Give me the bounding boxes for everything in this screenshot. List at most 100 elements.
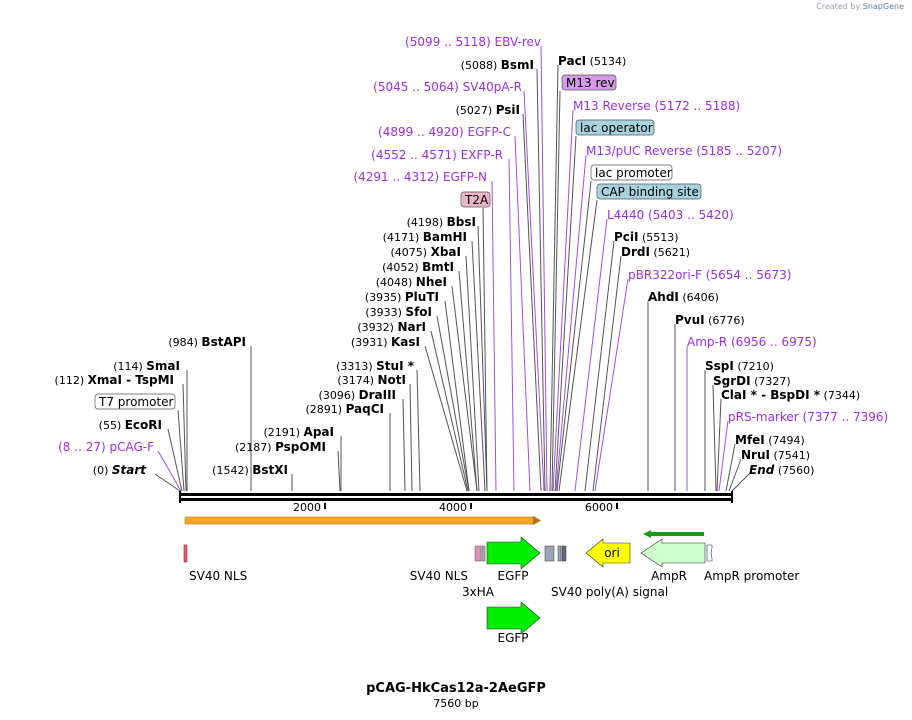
- label-text-apai: (2191) ApaI: [263, 425, 334, 439]
- label-text-m13-rev: M13 rev: [566, 76, 615, 90]
- label-stui: (3313) StuI *: [336, 359, 415, 373]
- leader-bbsi: [477, 225, 488, 492]
- ampr-orf-arrowhead: [643, 530, 651, 538]
- label-text-paqci: (2891) PaqCI: [305, 402, 384, 416]
- leader-drdi: [592, 255, 622, 492]
- label-text-bstxi: (1542) BstXI: [212, 463, 288, 477]
- label-pvui: PvuI (6776): [675, 313, 745, 327]
- label-text-pvui: PvuI (6776): [675, 313, 745, 327]
- label-text-8-27-pcag-f: (8 .. 27) pCAG-F: [58, 440, 154, 454]
- leader-xbai: [465, 255, 480, 492]
- label-psii: (5027) PsiI: [456, 103, 520, 117]
- label-ahdi: AhdI (6406): [648, 290, 719, 304]
- sv40-nls-1-block: [183, 544, 188, 563]
- label-clai-bspdi: ClaI * - BspDI * (7344): [721, 388, 860, 402]
- site-labels: (5099 .. 5118) EBV-rev (5088) BsmI PacI (5…: [55, 35, 889, 477]
- label-cap-binding-site: CAP binding site: [596, 183, 702, 200]
- label-text-bamhi: (4171) BamHI: [383, 230, 467, 244]
- label-text-pspomi: (2187) PspOMI: [235, 440, 326, 454]
- hax3-block: [481, 545, 486, 562]
- label-nari: (3932) NarI: [357, 320, 426, 334]
- label-text-draiii: (3096) DraIII: [319, 388, 396, 402]
- ruler-label-2000: 2000: [293, 501, 321, 514]
- label-text-m13-puc-reverse-5185-5207: M13/pUC Reverse (5185 .. 5207): [586, 144, 782, 158]
- leader-nari: [430, 330, 469, 492]
- orf-arrowhead: [533, 516, 541, 525]
- label-text-t2a: T2A: [464, 193, 489, 207]
- label-text-l4440-5403-5420: L4440 (5403 .. 5420): [607, 208, 734, 222]
- leader-5099-5118-ebv-rev: [540, 45, 548, 492]
- label-text-xbai: (4075) XbaI: [391, 245, 461, 259]
- label-5045-5064-sv40pa-r: (5045 .. 5064) SV40pA-R: [373, 80, 522, 94]
- orf-arrow: [184, 516, 541, 525]
- ori-arrow: [585, 538, 631, 568]
- ruler: 2000 4000 6000: [293, 501, 618, 514]
- leader-nrui: [728, 458, 742, 492]
- label-m13-rev: M13 rev: [561, 74, 617, 91]
- leader-mfei: [725, 443, 736, 492]
- ampr-orf-bar: [651, 532, 704, 536]
- label-box-lac-promoter: [590, 164, 673, 181]
- label-t7-promoter: T7 promoter: [94, 393, 176, 410]
- leader-8-27-pcag-f: [157, 450, 182, 492]
- label-lac-promoter: lac promoter: [590, 164, 673, 181]
- label-apai: (2191) ApaI: [263, 425, 334, 439]
- label-text-drdi: DrdI (5621): [621, 245, 690, 259]
- label-text-bsmi: (5088) BsmI: [461, 58, 534, 72]
- ori-label: ori: [604, 546, 620, 560]
- label-text-bstapi: (984) BstAPI: [168, 335, 246, 349]
- leader-bamhi: [471, 240, 486, 492]
- egfp-2-arrow: [486, 601, 541, 635]
- sv40-nls-2-block: [474, 545, 482, 562]
- label-box-lac-operator: [575, 119, 655, 136]
- label-text-sspi: SspI (7210): [705, 359, 774, 373]
- snapgene-credit: Created by SnapGene: [816, 2, 904, 11]
- label-text-lac-promoter: lac promoter: [595, 166, 672, 180]
- label-sgrdi: SgrDI (7327): [713, 374, 791, 388]
- label-5099-5118-ebv-rev: (5099 .. 5118) EBV-rev: [405, 35, 541, 49]
- label-bsmi: (5088) BsmI: [461, 58, 534, 72]
- label-text-sfoi: (3933) SfoI: [365, 305, 432, 319]
- label-text-ahdi: AhdI (6406): [648, 290, 719, 304]
- leader-start: [154, 473, 181, 492]
- leader-noti: [409, 383, 413, 492]
- label-text-nari: (3932) NarI: [357, 320, 426, 334]
- label-text-pluti: (3935) PluTI: [365, 290, 439, 304]
- sv40-polya-block-2: [557, 545, 562, 562]
- label-4899-4920-egfp-c: (4899 .. 4920) EGFP-C: [378, 125, 511, 139]
- hax3-label: 3xHA: [462, 585, 495, 599]
- sv40-polya-block-1: [544, 545, 555, 562]
- egfp-label: EGFP: [497, 569, 528, 583]
- label-bmti: (4052) BmtI: [382, 260, 454, 274]
- label-amp-r-6956-6975: Amp-R (6956 .. 6975): [687, 335, 817, 349]
- label-text-noti: (3174) NotI: [337, 373, 406, 387]
- label-text-bmti: (4052) BmtI: [382, 260, 454, 274]
- leader-ecori: [167, 428, 183, 492]
- label-4552-4571-exfp-r: (4552 .. 4571) EXFP-R: [371, 148, 503, 162]
- snapgene-logo: SnapGene: [862, 2, 904, 11]
- label-end: End (7560): [749, 463, 814, 477]
- label-pbr322ori-f-5654-5673: pBR322ori-F (5654 .. 5673): [628, 268, 791, 282]
- label-box-m13-rev: [561, 74, 617, 91]
- leader-cap-binding-site: [558, 199, 598, 492]
- label-box-t2a: [460, 191, 491, 208]
- backbone-start-cap: [179, 491, 181, 503]
- label-text-sgrdi: SgrDI (7327): [713, 374, 791, 388]
- label-text-cap-binding-site: CAP binding site: [601, 185, 699, 199]
- label-l4440-5403-5420: L4440 (5403 .. 5420): [607, 208, 734, 222]
- leader-pcii: [584, 240, 615, 492]
- leader-bsmi: [536, 68, 546, 492]
- label-8-27-pcag-f: (8 .. 27) pCAG-F: [58, 440, 154, 454]
- label-text-end: End (7560): [749, 463, 814, 477]
- features: SV40 NLS SV40 NLS 3xHA EGFP SV40 poly(A)…: [183, 536, 799, 645]
- label-paci: PacI (5134): [558, 54, 626, 68]
- ruler-tick-2000: [324, 503, 326, 509]
- label-text-smai: (114) SmaI: [113, 359, 180, 373]
- label-t2a: T2A: [460, 191, 491, 208]
- leader-4899-4920-egfp-c: [514, 135, 531, 492]
- label-start: (0) Start: [93, 463, 147, 477]
- leader-pspomi: [337, 450, 341, 492]
- label-lac-operator: lac operator: [575, 119, 655, 136]
- label-box-cap-binding-site: [596, 183, 702, 200]
